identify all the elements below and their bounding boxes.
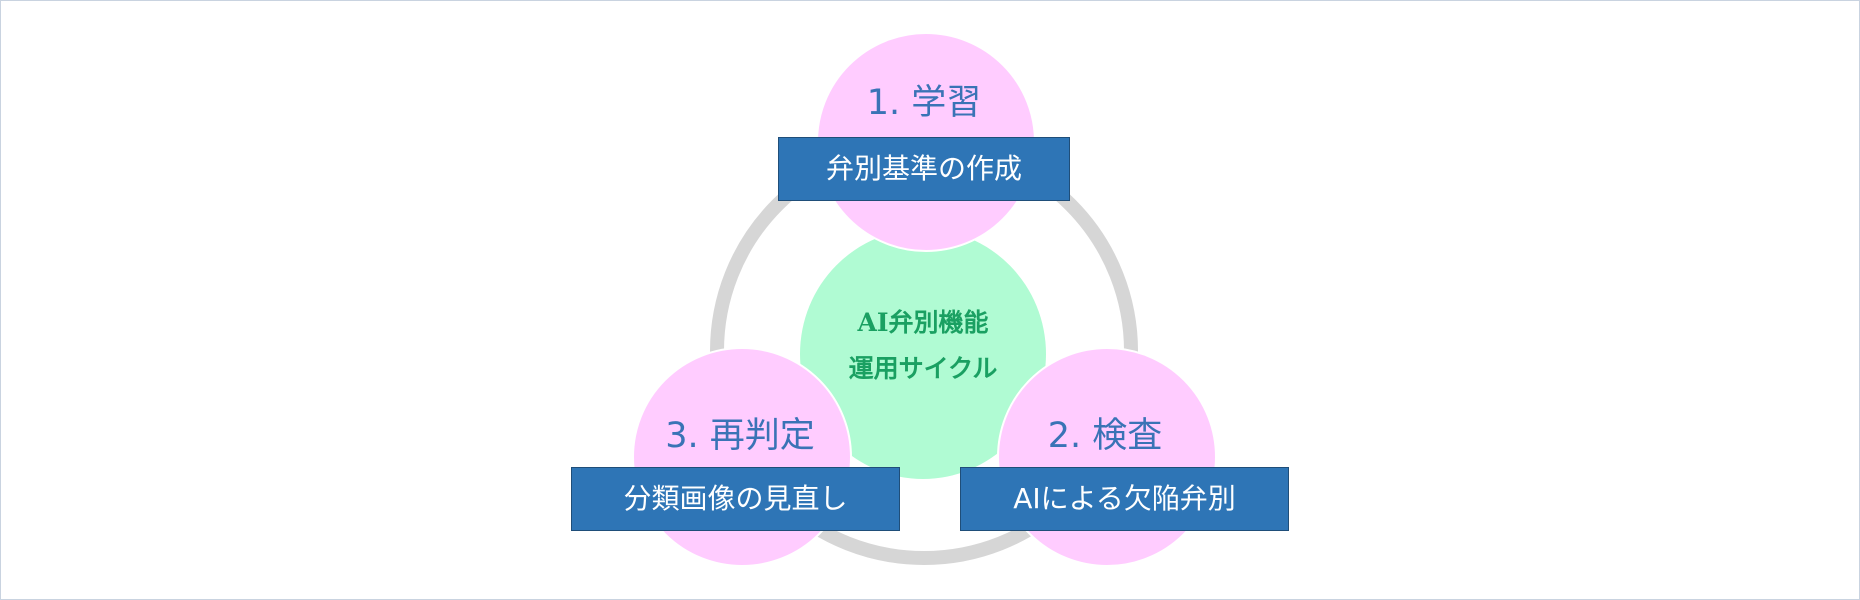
center-label-line2: 運用サイクル: [848, 354, 998, 383]
step-2-label: AIによる欠陥弁別: [960, 467, 1289, 531]
center-label: AI弁別機能 運用サイクル: [800, 300, 1046, 392]
step-3-label: 分類画像の見直し: [571, 467, 900, 531]
step-2-title: 2. 検査: [1047, 416, 1163, 456]
step-1-title: 1. 学習: [866, 83, 982, 123]
step-3-title: 3. 再判定: [665, 416, 815, 456]
center-label-line1: AI弁別機能: [857, 308, 989, 337]
step-1-label: 弁別基準の作成: [778, 137, 1070, 201]
